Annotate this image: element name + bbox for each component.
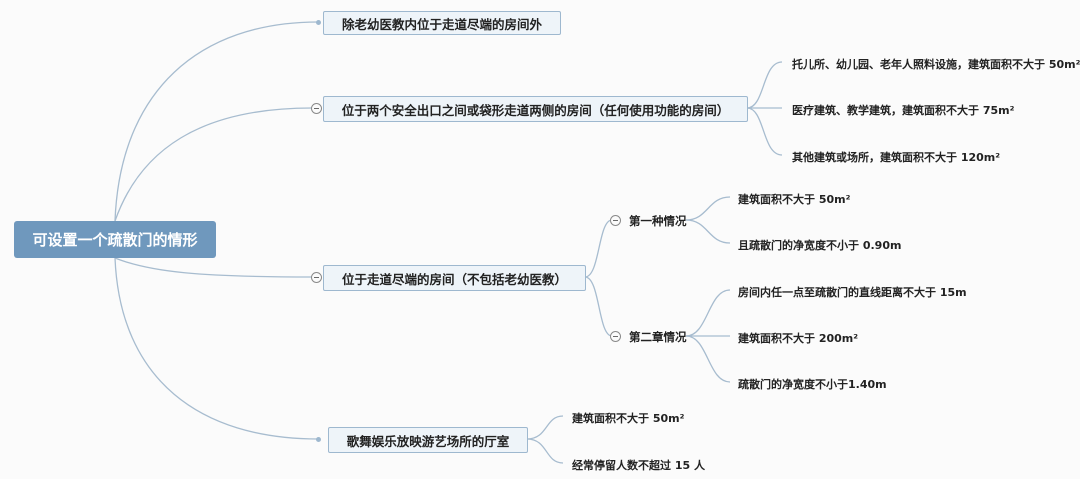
collapse-toggle-icon[interactable] [311,103,322,114]
leaf-topic[interactable]: 其他建筑或场所，建筑面积不大于 120m² [792,151,1001,164]
collapse-toggle-icon[interactable] [610,215,621,226]
collapse-toggle-icon[interactable] [610,331,621,342]
sub-topic[interactable]: 第二章情况 [629,330,687,344]
leaf-topic[interactable]: 经常停留人数不超过 15 人 [572,459,705,472]
leaf-topic[interactable]: 疏散门的净宽度不小于1.40m [738,378,887,391]
leaf-topic[interactable]: 建筑面积不大于 50m² [572,412,685,425]
root-topic[interactable]: 可设置一个疏散门的情形 [14,221,216,258]
branch-topic[interactable]: 除老幼医教内位于走道尽端的房间外 [323,11,561,35]
collapse-toggle-icon[interactable] [311,272,322,283]
branch-topic[interactable]: 歌舞娱乐放映游艺场所的厅室 [328,427,528,453]
leaf-topic[interactable]: 医疗建筑、教学建筑，建筑面积不大于 75m² [792,104,1015,117]
leaf-topic[interactable]: 建筑面积不大于 50m² [738,193,851,206]
leaf-topic[interactable]: 房间内任一点至疏散门的直线距离不大于 15m [738,286,967,299]
leaf-topic[interactable]: 建筑面积不大于 200m² [738,332,859,345]
branch-topic[interactable]: 位于走道尽端的房间（不包括老幼医教） [323,265,586,291]
branch-connector-dot [316,437,321,442]
leaf-topic[interactable]: 托儿所、幼儿园、老年人照料设施，建筑面积不大于 50m² [792,58,1080,71]
branch-topic[interactable]: 位于两个安全出口之间或袋形走道两侧的房间（任何使用功能的房间） [323,96,748,122]
leaf-topic[interactable]: 且疏散门的净宽度不小于 0.90m [738,239,902,252]
sub-topic[interactable]: 第一种情况 [629,214,687,228]
branch-connector-dot [316,20,321,25]
